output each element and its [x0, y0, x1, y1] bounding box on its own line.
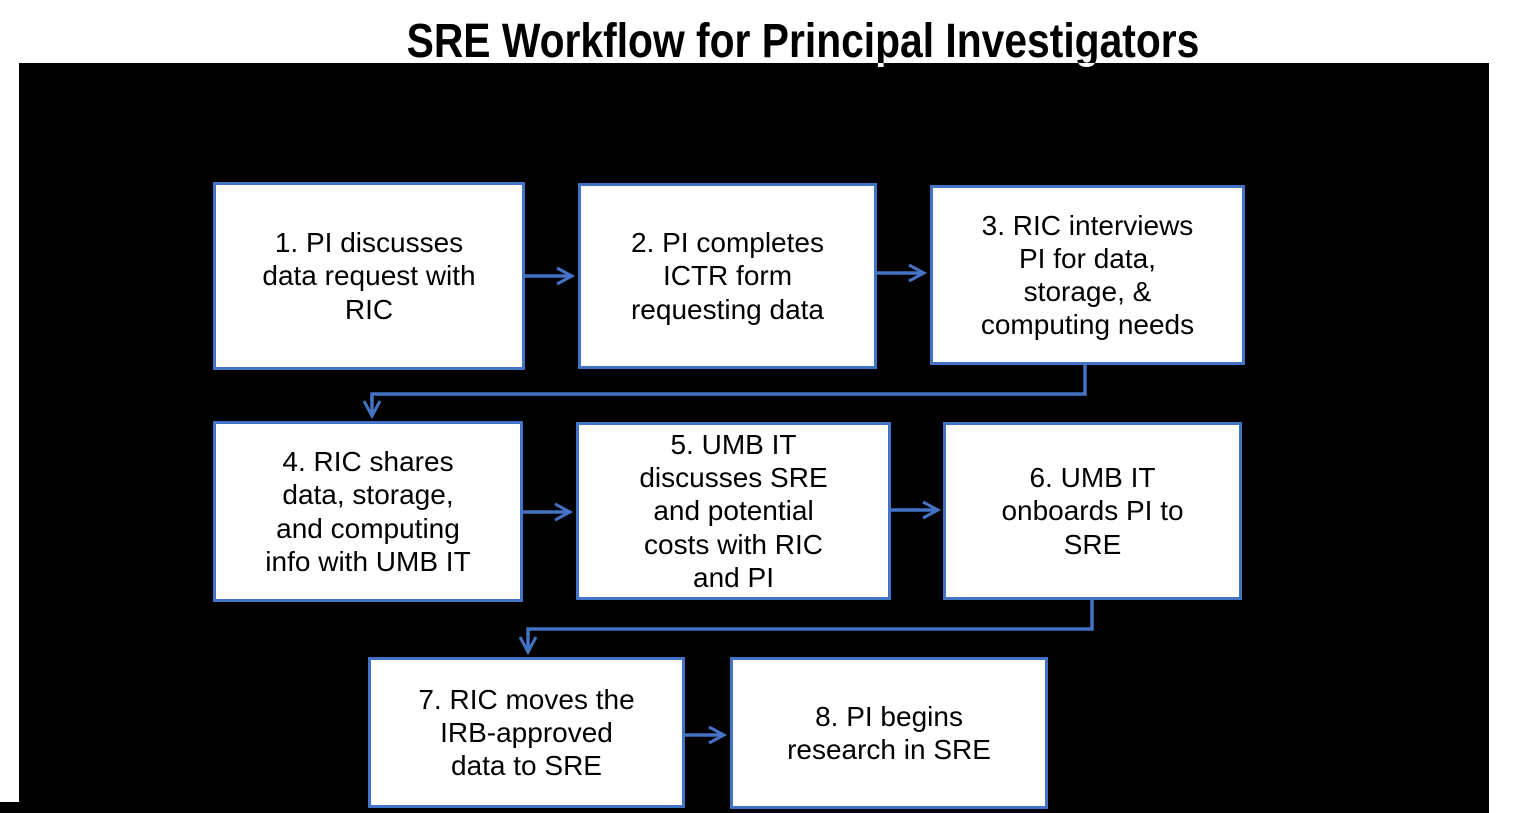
step-box-3: 3. RIC interviews PI for data, storage, … — [930, 185, 1245, 365]
step-label-3: 3. RIC interviews PI for data, storage, … — [980, 209, 1195, 341]
step-label-5: 5. UMB IT discusses SRE and potential co… — [639, 429, 828, 593]
step-label-7: 7. RIC moves the IRB-approved data to SR… — [418, 683, 635, 782]
step-label-1: 1. PI discusses data request with RIC — [262, 227, 476, 325]
step-label-4: 4. RIC shares data, storage, and computi… — [265, 446, 471, 577]
black-strip-bottom-left — [0, 802, 19, 813]
step-label-2: 2. PI completes ICTR form requesting dat… — [630, 227, 825, 325]
step-box-8: 8. PI begins research in SRE — [730, 657, 1048, 809]
page-title: SRE Workflow for Principal Investigators — [406, 15, 1200, 68]
step-box-2: 2. PI completes ICTR form requesting dat… — [578, 183, 877, 369]
step-label-8: 8. PI begins research in SRE — [787, 700, 991, 765]
step-label-6: 6. UMB IT onboards PI to SRE — [1001, 462, 1184, 560]
step-box-5: 5. UMB IT discusses SRE and potential co… — [576, 422, 891, 600]
step-box-4: 4. RIC shares data, storage, and computi… — [213, 421, 523, 602]
title-ghost: SRE Workflow for Principal Investigators — [406, 15, 1200, 68]
step-box-6: 6. UMB IT onboards PI to SRE — [943, 422, 1242, 600]
step-box-7: 7. RIC moves the IRB-approved data to SR… — [368, 657, 685, 808]
step-box-1: 1. PI discusses data request with RIC — [213, 182, 525, 370]
